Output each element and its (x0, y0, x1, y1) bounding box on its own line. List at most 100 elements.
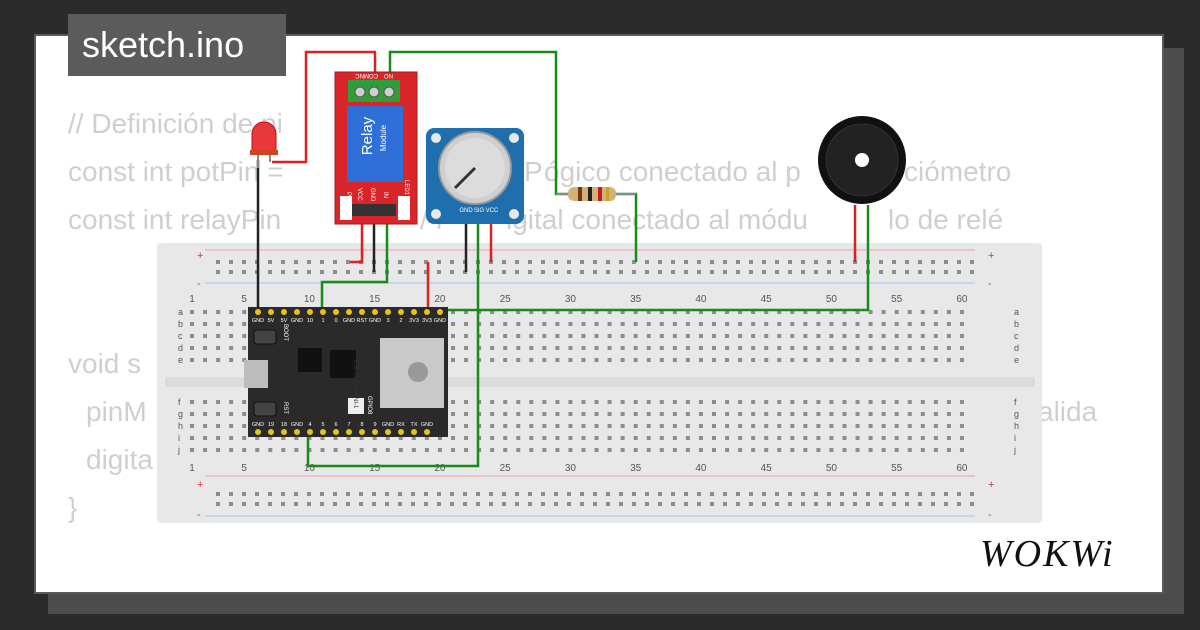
breadboard-hole[interactable] (190, 310, 194, 314)
breadboard-hole[interactable] (866, 502, 870, 506)
breadboard-hole[interactable] (333, 436, 338, 440)
breadboard-hole[interactable] (855, 400, 860, 404)
breadboard-hole[interactable] (242, 334, 247, 338)
breadboard-hole[interactable] (229, 322, 234, 326)
breadboard-hole[interactable] (294, 436, 299, 440)
breadboard-hole[interactable] (646, 346, 651, 350)
breadboard-hole[interactable] (190, 346, 194, 350)
breadboard-hole[interactable] (502, 270, 506, 274)
breadboard-hole[interactable] (738, 400, 743, 404)
breadboard-hole[interactable] (294, 492, 298, 496)
breadboard-hole[interactable] (619, 492, 623, 496)
breadboard-hole[interactable] (946, 412, 951, 416)
breadboard-hole[interactable] (516, 346, 521, 350)
breadboard-hole[interactable] (684, 260, 688, 264)
breadboard-hole[interactable] (464, 346, 469, 350)
breadboard-hole[interactable] (801, 502, 805, 506)
breadboard-hole[interactable] (620, 436, 625, 440)
breadboard-hole[interactable] (268, 436, 273, 440)
breadboard-hole[interactable] (516, 400, 521, 404)
breadboard-hole[interactable] (503, 346, 508, 350)
breadboard-hole[interactable] (294, 448, 299, 452)
breadboard-hole[interactable] (775, 502, 779, 506)
breadboard-hole[interactable] (451, 358, 455, 362)
breadboard-hole[interactable] (515, 270, 519, 274)
breadboard-hole[interactable] (529, 400, 534, 404)
breadboard-hole[interactable] (868, 346, 873, 350)
breadboard-hole[interactable] (464, 358, 469, 362)
breadboard-hole[interactable] (385, 448, 390, 452)
piezo-buzzer[interactable] (818, 116, 906, 204)
breadboard-hole[interactable] (816, 412, 821, 416)
breadboard-hole[interactable] (775, 492, 779, 496)
breadboard-hole[interactable] (672, 334, 677, 338)
breadboard-hole[interactable] (646, 448, 651, 452)
breadboard-hole[interactable] (619, 502, 623, 506)
breadboard-hole[interactable] (920, 400, 925, 404)
breadboard-hole[interactable] (542, 346, 547, 350)
breadboard-hole[interactable] (790, 334, 795, 338)
breadboard-hole[interactable] (281, 502, 285, 506)
breadboard-hole[interactable] (736, 260, 740, 264)
breadboard-hole[interactable] (229, 412, 234, 416)
breadboard-hole[interactable] (320, 436, 325, 440)
breadboard-hole[interactable] (892, 502, 896, 506)
breadboard-hole[interactable] (242, 400, 247, 404)
breadboard-hole[interactable] (516, 424, 521, 428)
breadboard-hole[interactable] (633, 346, 638, 350)
breadboard-hole[interactable] (229, 346, 234, 350)
breadboard-hole[interactable] (777, 310, 782, 314)
breadboard-hole[interactable] (620, 346, 625, 350)
breadboard-hole[interactable] (463, 502, 467, 506)
breadboard-hole[interactable] (502, 502, 506, 506)
breadboard-hole[interactable] (801, 270, 805, 274)
breadboard-hole[interactable] (751, 358, 756, 362)
breadboard-hole[interactable] (503, 436, 508, 440)
breadboard-hole[interactable] (346, 436, 351, 440)
breadboard-hole[interactable] (829, 448, 834, 452)
breadboard-hole[interactable] (920, 424, 925, 428)
breadboard-hole[interactable] (959, 346, 964, 350)
breadboard-hole[interactable] (698, 334, 703, 338)
breadboard-hole[interactable] (868, 412, 873, 416)
breadboard-hole[interactable] (568, 310, 573, 314)
breadboard-hole[interactable] (933, 358, 938, 362)
breadboard-hole[interactable] (725, 322, 730, 326)
breadboard-hole[interactable] (764, 412, 769, 416)
breadboard-hole[interactable] (333, 260, 337, 264)
breadboard-hole[interactable] (502, 260, 506, 264)
breadboard-hole[interactable] (424, 492, 428, 496)
breadboard-hole[interactable] (203, 436, 208, 440)
breadboard-hole[interactable] (529, 448, 534, 452)
breadboard-hole[interactable] (620, 310, 625, 314)
breadboard-hole[interactable] (842, 334, 847, 338)
breadboard-hole[interactable] (581, 358, 586, 362)
breadboard-hole[interactable] (907, 412, 912, 416)
breadboard-hole[interactable] (216, 260, 220, 264)
breadboard-hole[interactable] (372, 448, 377, 452)
breadboard-hole[interactable] (712, 310, 716, 314)
breadboard-hole[interactable] (803, 310, 808, 314)
breadboard-hole[interactable] (738, 310, 743, 314)
breadboard-hole[interactable] (529, 310, 534, 314)
breadboard-hole[interactable] (281, 448, 286, 452)
breadboard-hole[interactable] (764, 424, 769, 428)
breadboard-hole[interactable] (790, 412, 795, 416)
breadboard-hole[interactable] (685, 400, 690, 404)
breadboard-hole[interactable] (229, 424, 234, 428)
breadboard-hole[interactable] (489, 492, 493, 496)
breadboard-hole[interactable] (581, 448, 586, 452)
breadboard-hole[interactable] (645, 260, 649, 264)
breadboard-hole[interactable] (764, 334, 769, 338)
breadboard-hole[interactable] (946, 310, 951, 314)
breadboard-hole[interactable] (646, 436, 651, 440)
breadboard-hole[interactable] (920, 358, 925, 362)
breadboard-hole[interactable] (593, 260, 597, 264)
breadboard-hole[interactable] (659, 412, 664, 416)
breadboard-hole[interactable] (920, 448, 925, 452)
breadboard-hole[interactable] (827, 270, 831, 274)
esp32-pin[interactable] (333, 429, 339, 435)
breadboard-hole[interactable] (892, 260, 896, 264)
breadboard-hole[interactable] (437, 436, 442, 440)
breadboard-hole[interactable] (879, 502, 883, 506)
